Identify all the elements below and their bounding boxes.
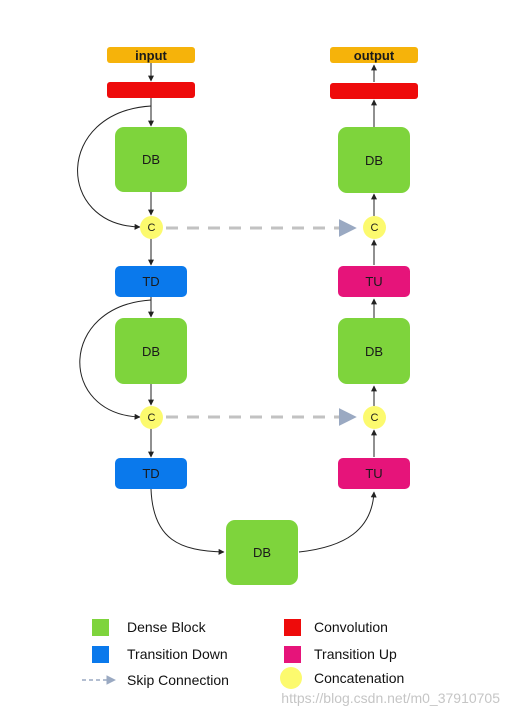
legend-transition-up-label: Transition Up	[314, 646, 397, 662]
transition-down-1: TD	[115, 266, 187, 297]
transition-down-swatch	[92, 645, 109, 663]
transition-up-1: TU	[338, 266, 410, 297]
dense-block-bottleneck: DB	[226, 520, 298, 585]
legend-skip-connection-label: Skip Connection	[127, 672, 229, 688]
legend-transition-up: Transition Up	[284, 643, 397, 665]
legend-dense-block-label: Dense Block	[127, 619, 206, 635]
residual-curve-2	[79, 299, 152, 420]
dense-block-3: DB	[338, 127, 410, 193]
dense-block-2: DB	[115, 318, 187, 384]
dense-block-swatch	[92, 618, 109, 636]
watermark: https://blog.csdn.net/m0_37910705	[281, 690, 500, 706]
concatenation-swatch	[280, 667, 302, 689]
dense-block-1: DB	[115, 127, 187, 192]
concat-2: C	[140, 406, 163, 429]
legend-skip-connection: Skip Connection	[127, 669, 229, 691]
input-label: input	[107, 47, 195, 63]
transition-up-2: TU	[338, 458, 410, 489]
concat-3: C	[363, 216, 386, 239]
output-label: output	[330, 47, 418, 63]
legend-convolution-label: Convolution	[314, 619, 388, 635]
legend-concatenation: Concatenation	[280, 667, 404, 689]
conv-right	[330, 83, 418, 99]
legend-dense-block: Dense Block	[92, 616, 206, 638]
legend-transition-down-label: Transition Down	[127, 646, 228, 662]
residual-curve-1	[77, 105, 152, 230]
legend-concatenation-label: Concatenation	[314, 670, 405, 686]
concat-1: C	[140, 216, 163, 239]
convolution-swatch	[284, 618, 301, 636]
transition-up-swatch	[284, 645, 301, 663]
transition-down-2: TD	[115, 458, 187, 489]
concat-4: C	[363, 406, 386, 429]
arrow-td2-to-bottom-db	[150, 488, 225, 555]
dense-block-4: DB	[338, 318, 410, 384]
conv-left	[107, 82, 195, 98]
legend-convolution: Convolution	[284, 616, 388, 638]
arrow-bottom-db-to-tu2	[298, 491, 377, 553]
legend-transition-down: Transition Down	[92, 643, 228, 665]
